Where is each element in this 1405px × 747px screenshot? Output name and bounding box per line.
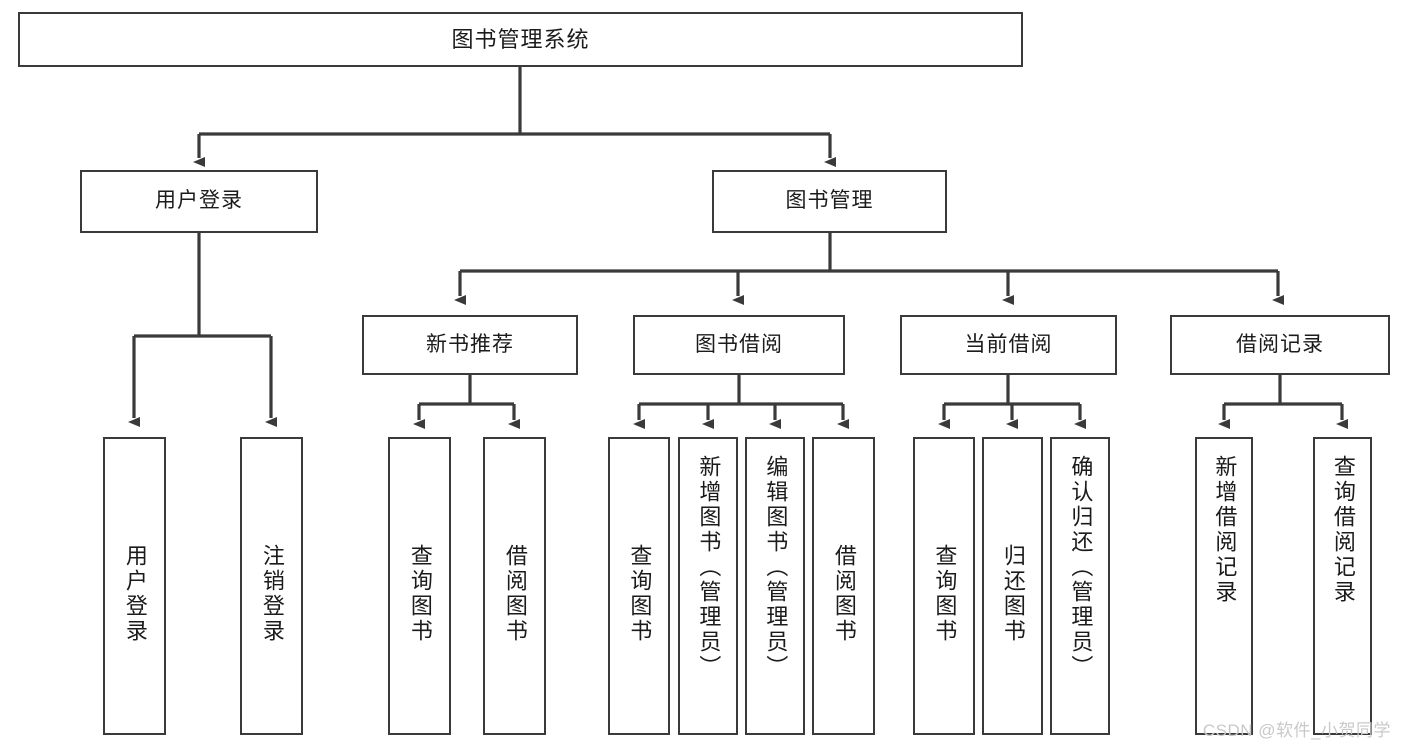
leaf-borrow-book[interactable]: 借阅图书 — [812, 437, 875, 735]
leaf-return-book-label: 归还图书 — [1000, 544, 1026, 644]
node-root[interactable]: 图书管理系统 — [18, 12, 1023, 67]
node-book-borrow[interactable]: 图书借阅 — [633, 315, 845, 375]
node-book-borrow-label: 图书借阅 — [695, 332, 783, 356]
node-current-borrow[interactable]: 当前借阅 — [900, 315, 1117, 375]
leaf-borrow-book-label: 借阅图书 — [831, 544, 857, 644]
node-borrow-record[interactable]: 借阅记录 — [1170, 315, 1390, 375]
node-new-book-recommend-label: 新书推荐 — [426, 332, 514, 356]
leaf-add-book[interactable]: 新增图书（管理员） — [678, 437, 738, 735]
node-root-label: 图书管理系统 — [451, 26, 590, 52]
leaf-query-borrow-record[interactable]: 查询借阅记录 — [1313, 437, 1372, 735]
leaf-borrow-book-recommend-label: 借阅图书 — [502, 544, 528, 644]
leaf-add-borrow-record[interactable]: 新增借阅记录 — [1195, 437, 1253, 735]
leaf-borrow-book-recommend[interactable]: 借阅图书 — [483, 437, 546, 735]
node-borrow-record-label: 借阅记录 — [1236, 332, 1324, 356]
leaf-user-login-label: 用户登录 — [122, 544, 148, 644]
leaf-add-book-label: 新增图书（管理员） — [696, 455, 722, 680]
node-current-borrow-label: 当前借阅 — [964, 332, 1053, 356]
leaf-query-book-current[interactable]: 查询图书 — [913, 437, 975, 735]
node-book-manage[interactable]: 图书管理 — [712, 170, 947, 233]
node-new-book-recommend[interactable]: 新书推荐 — [362, 315, 578, 375]
leaf-query-book-borrow[interactable]: 查询图书 — [608, 437, 670, 735]
leaf-edit-book-label: 编辑图书（管理员） — [763, 455, 789, 680]
leaf-edit-book[interactable]: 编辑图书（管理员） — [745, 437, 805, 735]
leaf-query-book-recommend-label: 查询图书 — [407, 544, 433, 644]
node-user-login[interactable]: 用户登录 — [80, 170, 318, 233]
leaf-query-book-borrow-label: 查询图书 — [627, 544, 653, 644]
leaf-logout[interactable]: 注销登录 — [240, 437, 303, 735]
csdn-watermark: CSDN @软件_小贺同学 — [1202, 721, 1391, 740]
leaf-add-borrow-record-label: 新增借阅记录 — [1212, 455, 1238, 605]
leaf-query-book-recommend[interactable]: 查询图书 — [388, 437, 451, 735]
leaf-user-login[interactable]: 用户登录 — [103, 437, 166, 735]
node-user-login-label: 用户登录 — [155, 189, 243, 213]
leaf-return-book[interactable]: 归还图书 — [982, 437, 1043, 735]
leaf-query-borrow-record-label: 查询借阅记录 — [1330, 455, 1356, 605]
node-book-manage-label: 图书管理 — [785, 189, 874, 213]
leaf-confirm-return[interactable]: 确认归还（管理员） — [1050, 437, 1110, 735]
leaf-query-book-current-label: 查询图书 — [932, 544, 958, 644]
leaf-logout-label: 注销登录 — [259, 544, 285, 644]
leaf-confirm-return-label: 确认归还（管理员） — [1068, 455, 1094, 680]
